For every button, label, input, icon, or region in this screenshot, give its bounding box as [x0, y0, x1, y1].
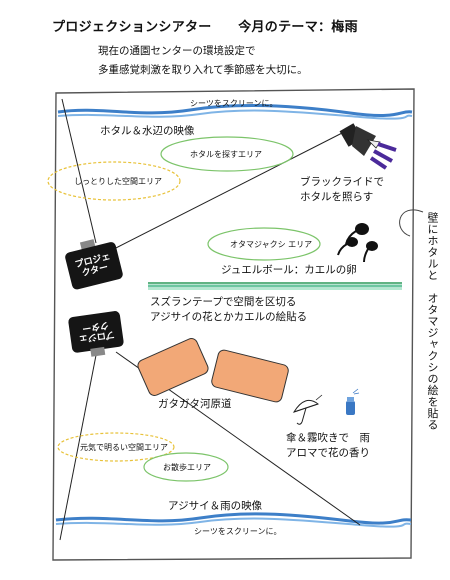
bottom-screen-label: シーツをスクリーンに。	[194, 527, 282, 536]
bumpy-path-label: ガタガタ河原道	[158, 398, 232, 410]
firefly-search-area-oval	[160, 136, 294, 172]
hydrangea-rain-label: アジサイ＆雨の映像	[168, 500, 263, 512]
blacklight-label: ブラックライドで ホタルを照らす	[300, 176, 384, 203]
bright-space-area-label: 元気で明るい空間エリア	[80, 443, 168, 452]
wall-note-arrow	[399, 209, 424, 237]
tadpole-icon	[337, 223, 378, 263]
bright-space-area-oval	[57, 432, 175, 462]
tadpole-area-oval	[207, 227, 321, 261]
gel-ball-label: ジュエルボール：カエルの卵	[221, 264, 357, 276]
stepping-stones	[137, 338, 289, 403]
blacklight-icon	[339, 123, 397, 170]
page-title: プロジェクションシアター 今月のテーマ：梅雨	[52, 20, 358, 35]
projector-2	[68, 311, 124, 357]
umbrella-label: 傘＆霧吹きで 雨 アロマで花の香り	[286, 432, 370, 459]
umbrella-icon	[292, 394, 323, 425]
calm-space-area-oval	[47, 161, 181, 201]
tadpole-area-label: オタマジャクシ エリア	[230, 240, 313, 249]
tape-label: スズランテープで空間を区切る アジサイの花とかカエルの絵貼る	[150, 296, 308, 323]
bottom-screen-water	[55, 512, 412, 528]
subtitle-line-2: 多重感覚刺激を取り入れて季節感を大切に。	[98, 64, 308, 76]
top-screen-water	[57, 104, 413, 120]
spray-bottle-icon	[346, 388, 360, 415]
room-outline	[52, 88, 415, 561]
stone-1	[137, 338, 209, 396]
top-screen-label: シーツをスクリーンに。	[190, 99, 278, 108]
tape-divider	[148, 282, 402, 290]
projector-1	[65, 239, 123, 290]
walk-area-label: お散歩エリア	[163, 463, 211, 472]
walk-area-oval	[143, 452, 229, 482]
firefly-waterside-label: ホタル＆水辺の映像	[100, 125, 195, 137]
stone-2	[211, 349, 289, 403]
wall-note-label: 壁にホタルと オタマジャクシの絵を貼る	[426, 212, 439, 431]
subtitle-line-1: 現在の通園センターの環境設定で	[98, 45, 256, 57]
firefly-search-area-label: ホタルを探すエリア	[190, 150, 262, 159]
calm-space-area-label: しっとりした空間エリア	[74, 177, 162, 186]
